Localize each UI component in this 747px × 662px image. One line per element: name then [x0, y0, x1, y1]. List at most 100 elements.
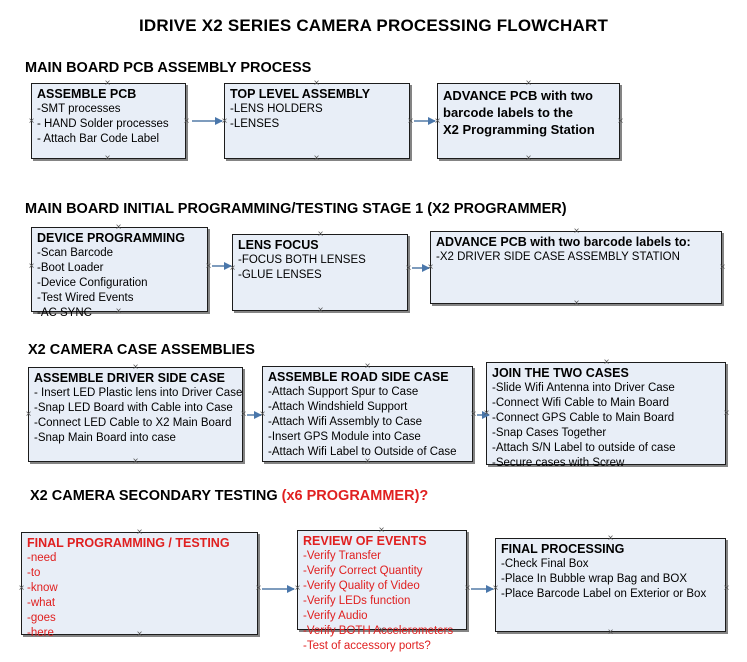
handle-marker-top-5[interactable]	[316, 230, 325, 239]
handle-marker-left-5[interactable]	[228, 264, 237, 273]
node-review-of-events-line-1: -Verify Transfer	[303, 550, 381, 562]
node-review-of-events-line-7: -Test of accessory ports?	[303, 640, 431, 652]
handle-marker-right-6[interactable]	[718, 263, 727, 272]
node-advance-pcb-programming-station-line-1: barcode labels to the	[443, 105, 574, 120]
handle-marker-bottom-11[interactable]	[377, 626, 386, 635]
node-assemble-driver-side-case-line-4: -Snap Main Board into case	[34, 432, 176, 444]
node-device-programming-header: DEVICE PROGRAMMING	[37, 231, 185, 245]
node-review-of-events-line-3: -Verify Quality of Video	[303, 580, 420, 592]
handle-marker-top-7[interactable]	[131, 363, 140, 372]
node-assemble-pcb[interactable]: ASSEMBLE PCB -SMT processes - HAND Solde…	[31, 83, 186, 159]
handle-marker-top-4[interactable]	[114, 223, 123, 232]
handle-marker-bottom-8[interactable]	[363, 457, 372, 466]
handle-marker-right-9[interactable]	[722, 409, 731, 418]
node-assemble-road-side-case-line-1: -Attach Support Spur to Case	[268, 386, 419, 398]
handle-marker-right-1[interactable]	[182, 117, 191, 126]
node-final-processing-header: FINAL PROCESSING	[501, 542, 625, 556]
node-assemble-driver-side-case[interactable]: ASSEMBLE DRIVER SIDE CASE - Insert LED P…	[28, 367, 243, 462]
handle-marker-bottom-12[interactable]	[606, 628, 615, 637]
handle-marker-bottom-4[interactable]	[114, 307, 123, 316]
node-lens-focus[interactable]: LENS FOCUS -FOCUS BOTH LENSES -GLUE LENS…	[232, 234, 408, 311]
node-assemble-road-side-case[interactable]: ASSEMBLE ROAD SIDE CASE -Attach Support …	[262, 366, 473, 462]
node-assemble-driver-side-case-line-1: - Insert LED Plastic lens into Driver Ca…	[34, 387, 243, 399]
node-lens-focus-header: LENS FOCUS	[238, 238, 319, 252]
handle-marker-left-6[interactable]	[426, 263, 435, 272]
handle-marker-bottom-7[interactable]	[131, 457, 140, 466]
node-assemble-driver-side-case-line-2: -Snap LED Board with Cable into Case	[34, 402, 233, 414]
node-lens-focus-line-1: -FOCUS BOTH LENSES	[238, 254, 366, 266]
handle-marker-left-7[interactable]	[24, 410, 33, 419]
handle-marker-top-6[interactable]	[572, 227, 581, 236]
node-advance-pcb-driver-case-line-1: -X2 DRIVER SIDE CASE ASSEMBLY STATION	[436, 251, 680, 263]
node-join-the-two-cases-line-3: -Connect GPS Cable to Main Board	[492, 412, 675, 424]
handle-marker-bottom-1[interactable]	[103, 154, 112, 163]
node-device-programming-line-4: -Test Wired Events	[37, 292, 134, 304]
handle-marker-top-11[interactable]	[377, 526, 386, 535]
node-review-of-events[interactable]: REVIEW OF EVENTS -Verify Transfer -Verif…	[297, 530, 467, 652]
node-assemble-road-side-case-line-2: -Attach Windshield Support	[268, 401, 408, 413]
handle-marker-right-5[interactable]	[404, 264, 413, 273]
section-heading-accent: (x6 PROGRAMMER)?	[281, 488, 429, 504]
handle-marker-bottom-10[interactable]	[135, 630, 144, 639]
node-advance-pcb-driver-case[interactable]: ADVANCE PCB with two barcode labels to: …	[430, 231, 722, 304]
node-assemble-road-side-case-header: ASSEMBLE ROAD SIDE CASE	[268, 370, 449, 384]
node-top-level-assembly-line-1: -LENS HOLDERS	[230, 103, 323, 115]
node-join-the-two-cases-header: JOIN THE TWO CASES	[492, 366, 629, 380]
handle-marker-left-1[interactable]	[27, 117, 36, 126]
node-assemble-road-side-case-line-5: -Attach Wifi Label to Outside of Case	[268, 446, 457, 458]
handle-marker-right-11[interactable]	[463, 584, 472, 593]
node-final-programming-testing-header: FINAL PROGRAMMING / TESTING	[27, 536, 230, 550]
handle-marker-bottom-9[interactable]	[602, 460, 611, 469]
handle-marker-bottom-2[interactable]	[312, 154, 321, 163]
page-title: IDRIVE X2 SERIES CAMERA PROCESSING FLOWC…	[138, 16, 609, 35]
handle-marker-bottom-3[interactable]	[524, 154, 533, 163]
handle-marker-right-12[interactable]	[722, 584, 731, 593]
node-assemble-pcb-line-1: -SMT processes	[37, 103, 121, 115]
handle-marker-top-10[interactable]	[135, 528, 144, 537]
node-final-processing-line-2: -Place In Bubble wrap Bag and BOX	[501, 573, 688, 585]
node-join-the-two-cases[interactable]: JOIN THE TWO CASES -Slide Wifi Antenna i…	[486, 362, 726, 469]
handle-marker-top-3[interactable]	[524, 79, 533, 88]
handle-marker-top-9[interactable]	[602, 358, 611, 367]
handle-marker-left-12[interactable]	[491, 584, 500, 593]
handle-marker-top-8[interactable]	[363, 362, 372, 371]
node-device-programming[interactable]: DEVICE PROGRAMMING -Scan Barcode -Boot L…	[31, 227, 208, 319]
node-final-programming-testing-line-4: -what	[27, 597, 56, 609]
handle-marker-left-4[interactable]	[27, 262, 36, 271]
section-heading-x2-camera-case-assemblies: X2 CAMERA CASE ASSEMBLIES	[28, 342, 255, 358]
node-assemble-road-side-case-line-4: -Insert GPS Module into Case	[268, 431, 421, 443]
node-final-programming-testing-line-1: -need	[27, 552, 57, 564]
node-assemble-pcb-line-2: - HAND Solder processes	[37, 118, 169, 130]
section-heading-main-board-initial-programming: MAIN BOARD INITIAL PROGRAMMING/TESTING S…	[25, 201, 567, 217]
node-join-the-two-cases-line-1: -Slide Wifi Antenna into Driver Case	[492, 382, 675, 394]
handle-marker-right-10[interactable]	[254, 584, 263, 593]
node-review-of-events-line-5: -Verify Audio	[303, 610, 368, 622]
handle-marker-top-2[interactable]	[312, 79, 321, 88]
handle-marker-right-4[interactable]	[204, 262, 213, 271]
handle-marker-right-3[interactable]	[616, 117, 625, 126]
handle-marker-bottom-6[interactable]	[572, 299, 581, 308]
node-review-of-events-line-4: -Verify LEDs function	[303, 595, 411, 607]
handle-marker-right-2[interactable]	[406, 117, 415, 126]
handle-marker-right-8[interactable]	[469, 410, 478, 419]
node-assemble-driver-side-case-line-3: -Connect LED Cable to X2 Main Board	[34, 417, 232, 429]
handle-marker-top-1[interactable]	[103, 79, 112, 88]
node-final-programming-testing-line-3: -know	[27, 582, 58, 594]
handle-marker-left-3[interactable]	[433, 117, 442, 126]
handle-marker-bottom-5[interactable]	[316, 306, 325, 315]
handle-marker-left-9[interactable]	[482, 409, 491, 418]
node-final-processing[interactable]: FINAL PROCESSING -Check Final Box -Place…	[495, 538, 726, 632]
node-top-level-assembly[interactable]: TOP LEVEL ASSEMBLY -LENS HOLDERS -LENSES	[224, 83, 410, 159]
connector-top-level-to-advance-pcb	[414, 117, 436, 125]
handle-marker-left-11[interactable]	[293, 584, 302, 593]
handle-marker-top-12[interactable]	[606, 534, 615, 543]
node-join-the-two-cases-line-5: -Attach S/N Label to outside of case	[492, 442, 676, 454]
handle-marker-left-8[interactable]	[258, 410, 267, 419]
node-final-programming-testing[interactable]: FINAL PROGRAMMING / TESTING -need -to -k…	[21, 532, 258, 639]
section-heading-text: X2 CAMERA SECONDARY TESTING	[30, 488, 282, 504]
handle-marker-left-2[interactable]	[220, 117, 229, 126]
node-advance-pcb-programming-station[interactable]: ADVANCE PCB with two barcode labels to t…	[437, 83, 620, 159]
handle-marker-left-10[interactable]	[17, 584, 26, 593]
handle-marker-right-7[interactable]	[239, 410, 248, 419]
